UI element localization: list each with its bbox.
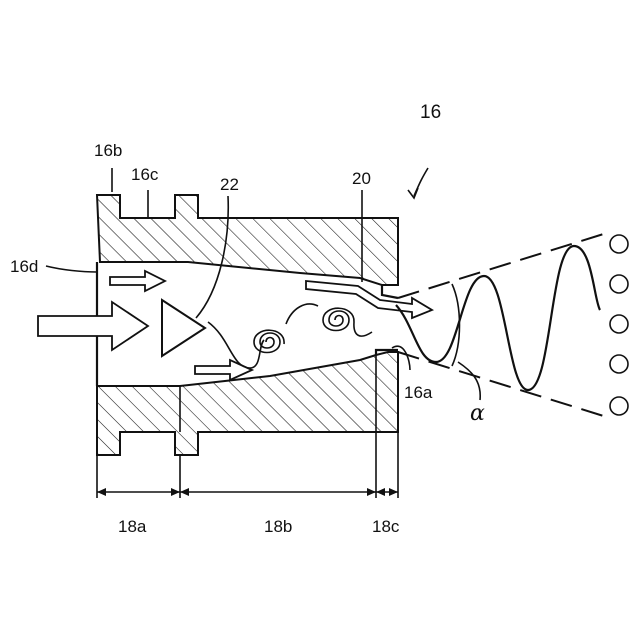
label-swirler: 22 xyxy=(220,175,239,194)
lower-flow-arrow xyxy=(195,360,252,380)
guide-arrow xyxy=(306,281,432,318)
droplet xyxy=(610,397,628,415)
label-guide: 20 xyxy=(352,169,371,188)
spiral-1 xyxy=(254,330,284,352)
droplet xyxy=(610,275,628,293)
label-section-c: 18c xyxy=(372,517,400,536)
orifice-lip-upper xyxy=(382,285,398,298)
label-outer-wall: 16b xyxy=(94,141,122,160)
droplet xyxy=(610,315,628,333)
upper-body xyxy=(97,195,398,285)
label-spray-angle: α xyxy=(470,401,485,426)
swirler-triangle xyxy=(162,300,205,356)
label-nozzle: 16 xyxy=(420,102,441,123)
inlet-arrow xyxy=(38,302,148,350)
droplet xyxy=(610,355,628,373)
label-groove: 16c xyxy=(131,165,159,184)
label-section-b: 18b xyxy=(264,517,292,536)
leader-alpha xyxy=(458,362,480,400)
swirl-curve-1 xyxy=(208,322,264,368)
spiral-2 xyxy=(323,308,372,336)
label-orifice: 16a xyxy=(404,383,433,402)
swirl-curve-2 xyxy=(286,304,318,324)
upper-flow-arrow xyxy=(110,271,165,291)
droplet xyxy=(610,235,628,253)
label-inner-surface: 16d xyxy=(10,257,38,276)
label-section-a: 18a xyxy=(118,517,147,536)
spray-boundary-upper xyxy=(398,232,610,298)
leader-16d xyxy=(46,266,97,272)
